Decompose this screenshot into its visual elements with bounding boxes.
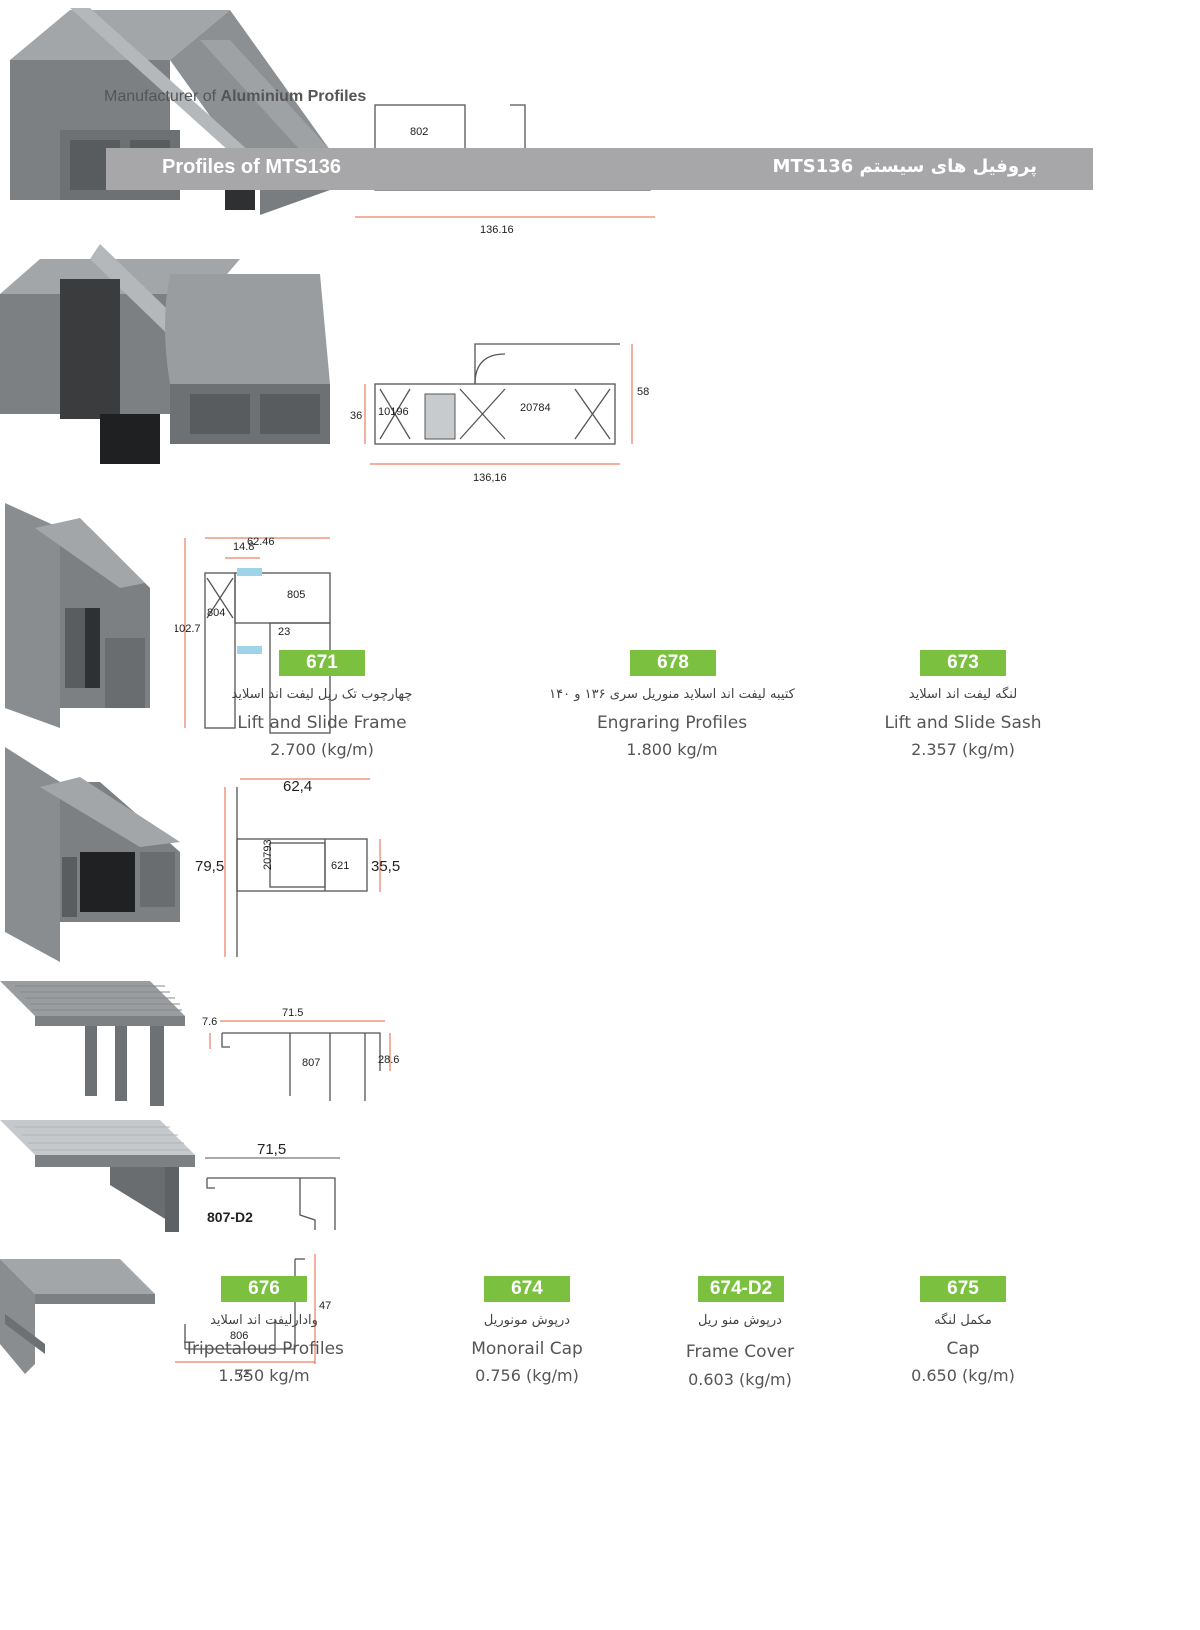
profile-code: 674 [484,1276,570,1302]
dim-79-5: 79,5 [195,858,224,875]
profile-name-en: Lift and Slide Frame [237,713,407,733]
dim-71-5: 71,5 [257,1141,286,1158]
profile-name-fa: وادارلیفت اند اسلاید [210,1313,318,1328]
profile-card-675: 806 72 47 675 مکمل لنگه Cap 0.650 (kg/m) [0,1244,1200,1393]
profile-code: 676 [221,1276,307,1302]
profile-render-673 [5,503,150,728]
profile-code: 671 [279,650,365,676]
profile-name-fa: کتیبه لیفت اند اسلاید منوریل سری ۱۳۶ و ۱… [549,687,795,702]
profile-render-676 [5,747,180,962]
profile-drawing-676: 62,4 79,5 20793 621 35,5 [195,778,400,957]
banner-title-fa: پروفیل های سیستم MTS136 [772,156,1037,177]
dim-805: 805 [287,589,305,601]
dim-47: 47 [319,1300,331,1312]
dim-806: 806 [230,1330,248,1342]
profile-name-en: Lift and Slide Sash [884,713,1042,733]
dim-807: 807 [302,1057,320,1069]
dim-20784: 20784 [520,402,551,414]
profile-weight: 0.603 (kg/m) [688,1370,792,1389]
profile-name-en: Monorail Cap [471,1339,583,1359]
dim-10196: 10196 [378,406,409,418]
dim-804: 804 [207,607,225,619]
profile-weight: 0.756 (kg/m) [475,1366,579,1385]
profile-render-671 [10,8,330,215]
dim-7-6: 7.6 [202,1016,217,1028]
dim-58: 58 [637,386,649,398]
dim-20793: 20793 [262,839,274,870]
profile-name-fa: چهارچوب تک ریل لیفت اند اسلاید [231,687,413,702]
profile-name-fa: درپوش مونوریل [483,1313,571,1328]
dim-62-4: 62,4 [283,778,312,795]
profile-render-674 [0,981,185,1106]
profile-render-678 [0,244,330,464]
profile-code: 673 [920,650,1006,676]
profile-card-676: 62,4 79,5 20793 621 35,5 676 وادارلیفت ا… [0,742,1200,1385]
profile-drawing-678: 10196 20784 36 58 136,16 [350,343,649,484]
dim-62-46: 62.46 [247,536,275,548]
profile-code: 674-D2 [698,1276,784,1302]
dim-71-5: 71.5 [282,1007,303,1019]
dim-621: 621 [331,860,349,872]
profile-card-671: 802 803 136.16 671 چهارچوب تک ریل لیفت ا… [0,0,1200,759]
profile-drawing-673: 62.46 14.8 804 805 23 102.7 [173,536,331,734]
profile-weight: 2.357 (kg/m) [911,740,1015,759]
profile-weight: 1.800 kg/m [626,740,718,759]
profile-name-en: Frame Cover [685,1342,795,1362]
profile-name-en: Engraring Profiles [596,713,748,733]
profile-card-673: 62.46 14.8 804 805 23 102.7 673 لنگه لیف… [0,498,1200,759]
header-prefix: Manufacturer of [104,88,217,105]
profile-card-674: 7.6 71.5 807 28.6 674 درپوش مونوریل Mono… [0,976,1200,1385]
profile-render-674-d2 [0,1120,195,1232]
dim-28-6: 28.6 [378,1054,399,1066]
dim-36: 36 [350,410,362,422]
header-strong: Aluminium Profiles [220,88,367,105]
profile-weight: 1.550 kg/m [218,1366,310,1385]
dim-807-d2: 807-D2 [207,1209,253,1225]
profile-code: 675 [920,1276,1006,1302]
dim-35-5: 35,5 [371,858,400,875]
profile-name-en: Tripetalous Profiles [184,1339,344,1359]
section-banner: Profiles of MTS136 پروفیل های سیستم MTS1… [106,148,1093,190]
dim-102-7: 102.7 [175,623,201,635]
profile-drawing-674: 7.6 71.5 807 28.6 [202,1007,400,1101]
profile-name-en: Cap [946,1339,980,1359]
dim-width: 136.16 [480,224,514,236]
profile-weight: 0.650 (kg/m) [911,1366,1015,1385]
dim-14-8: 14.8 [233,541,254,553]
banner-title-en: Profiles of MTS136 [162,156,341,178]
profile-name-fa: لنگه لیفت اند اسلاید [908,687,1018,702]
profile-render-675 [0,1259,155,1374]
profile-name-fa: مکمل لنگه [934,1313,992,1328]
dim-23: 23 [278,626,290,638]
profile-card-674-d2: 71,5 807-D2 674-D2 درپوش منو ریل Frame C… [0,1115,1200,1389]
dim-width: 136,16 [473,472,507,484]
dim-72: 72 [237,1368,249,1380]
profile-code: 678 [630,650,716,676]
dim-802: 802 [410,126,428,138]
profile-drawing-674-d2: 71,5 807-D2 [205,1141,341,1230]
profile-card-678: 10196 20784 36 58 136,16 678 کتیبه لیفت … [0,244,1200,759]
profile-weight: 2.700 (kg/m) [270,740,374,759]
header-manufacturer: Manufacturer of Aluminium Profiles [104,88,366,106]
profile-name-fa: درپوش منو ریل [698,1313,782,1328]
